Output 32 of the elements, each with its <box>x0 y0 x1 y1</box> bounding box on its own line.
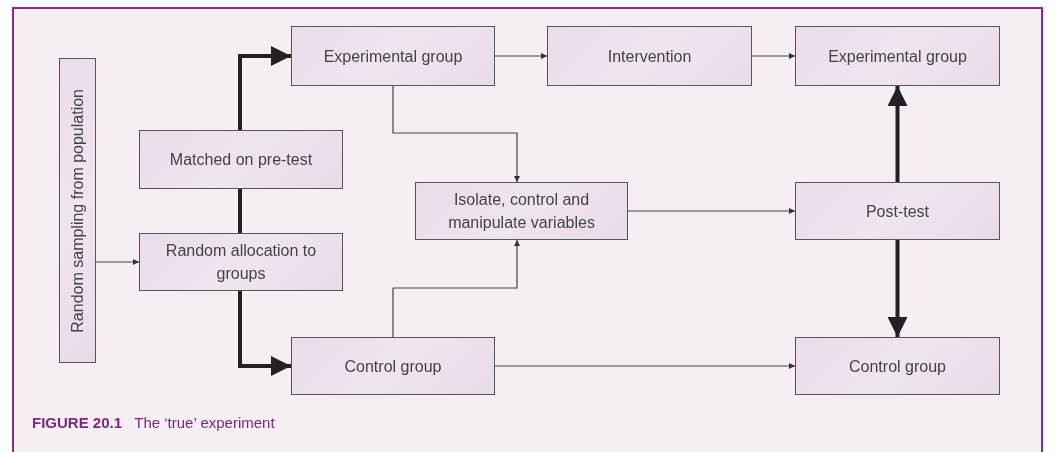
thick-arrow <box>887 86 908 182</box>
process-box <box>291 26 495 86</box>
box-label: Random sampling from population <box>68 88 87 333</box>
process-box <box>139 233 343 291</box>
process-box <box>795 337 1000 395</box>
box-label: Random allocation to groups <box>164 241 318 284</box>
process-box <box>139 130 343 189</box>
arrow <box>494 363 796 369</box>
process-box <box>415 182 628 240</box>
process-box <box>795 26 1000 86</box>
arrow <box>95 259 140 265</box>
process-box <box>547 26 752 86</box>
box-label: Experimental group <box>323 46 463 67</box>
arrow <box>392 85 520 183</box>
process-box <box>795 182 1000 240</box>
thick-arrow <box>887 240 908 337</box>
arrow <box>392 239 520 338</box>
box-label: Experimental group <box>828 46 967 67</box>
figure-caption: FIGURE 20.1 The ‘true’ experiment <box>32 414 275 431</box>
thick-arrow <box>238 46 291 130</box>
arrow <box>751 53 796 59</box>
thick-arrow <box>238 291 291 376</box>
box-label: Post-test <box>865 201 930 222</box>
process-box <box>291 337 495 395</box>
box-label: Control group <box>344 356 442 377</box>
arrow <box>627 208 796 214</box>
box-label: Control group <box>849 356 946 377</box>
process-box <box>59 58 96 363</box>
box-label: Isolate, control and manipulate variables <box>447 190 596 233</box>
box-label: Intervention <box>607 46 692 67</box>
arrow <box>494 53 548 59</box>
box-label: Matched on pre-test <box>169 150 313 170</box>
